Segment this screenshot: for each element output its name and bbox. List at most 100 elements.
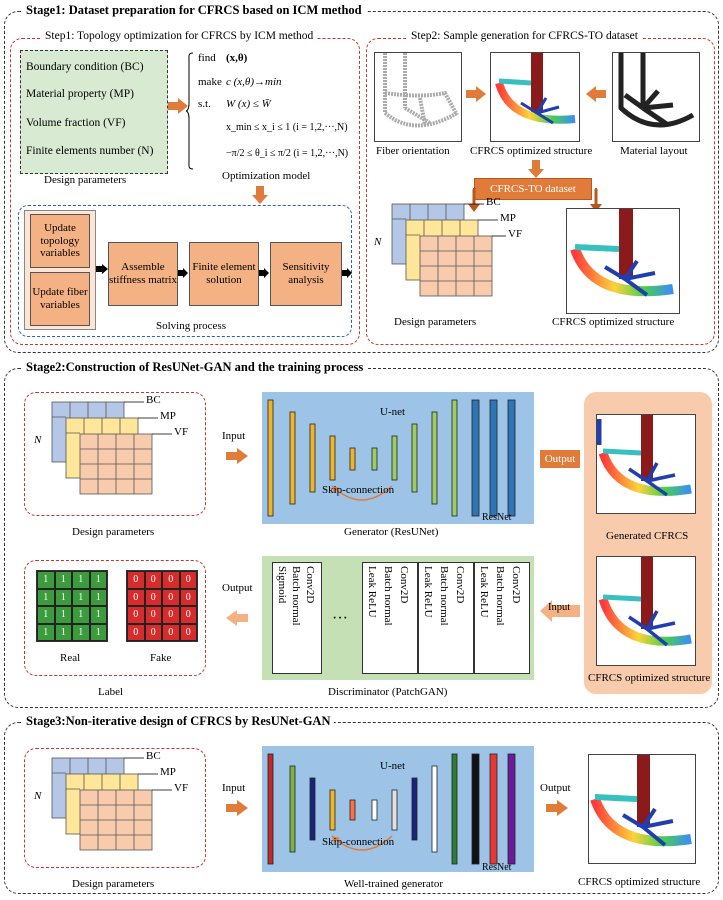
- label-cell: 1: [89, 606, 107, 624]
- label-cell: 0: [127, 606, 145, 624]
- disc-layer-leaky: Leak ReLU: [478, 566, 490, 618]
- step1-title: Step1: Topology optimization for CFRCS b…: [42, 30, 317, 42]
- unet-label: U-net: [380, 760, 406, 772]
- fiber-orientation-label: Fiber orientation: [376, 145, 450, 157]
- grid-label-bc: BC: [486, 196, 501, 208]
- arrow-icon: [259, 268, 269, 278]
- make-keyword: make: [198, 76, 222, 88]
- grid-label-mp: MP: [160, 410, 176, 422]
- disc-layer-leaky: Leak ReLU: [422, 566, 434, 618]
- fake-label: Fake: [150, 652, 172, 664]
- find-expr: (x,θ): [226, 52, 248, 64]
- input2-label: Input: [548, 602, 571, 613]
- disc-layer-conv: Conv2D: [304, 566, 316, 604]
- resnet-label: ResNet: [482, 862, 512, 873]
- disc-block-3: [418, 562, 474, 674]
- st-constraint-3: −π/2 ≤ θ_i ≤ π/2 (i = 1,2,···,N): [226, 148, 349, 159]
- label-cell: 0: [144, 606, 162, 624]
- make-expr: c (x,θ)→min: [226, 76, 282, 88]
- label-cell: 0: [127, 623, 145, 641]
- arrow-left-icon: [586, 86, 606, 102]
- disc-layer-bn: Batch normal: [494, 566, 506, 626]
- stage2-title: Stage2:Construction of ResUNet-GAN and t…: [22, 360, 368, 375]
- design-params-label: Design parameters: [72, 526, 155, 538]
- generator-label: Generator (ResUNet): [344, 526, 439, 538]
- label-cell: 1: [37, 571, 55, 589]
- discriminator-label: Discriminator (PatchGAN): [328, 686, 448, 698]
- design-params-grid: [391, 203, 506, 297]
- label-cell: 1: [72, 623, 90, 641]
- param-vf: Volume fraction (VF): [26, 117, 126, 129]
- st-constraint-1: W (x) ≤ W̄: [226, 98, 271, 110]
- arrow-right-icon: [466, 86, 486, 102]
- unet-label: U-net: [380, 406, 406, 418]
- disc-block-2: [362, 562, 418, 674]
- grid-label-n: N: [374, 236, 382, 248]
- assemble-box: Assemble stiffness matrix: [108, 242, 178, 306]
- cfrcs-structure-label: CFRCS optimized structure: [470, 145, 593, 157]
- arrow-right-icon: [226, 800, 248, 816]
- arrow-right-icon: [168, 98, 188, 114]
- solving-process-frame: [18, 205, 352, 337]
- brace-icon: [186, 52, 194, 170]
- output-label: Output: [540, 450, 580, 468]
- output-label: Output: [540, 782, 571, 794]
- sensitivity-box: Sensitivity analysis: [270, 242, 342, 306]
- label-cell: 0: [179, 588, 197, 606]
- arrow-right-icon: [546, 800, 568, 816]
- grid-label-mp: MP: [160, 766, 176, 778]
- stage3-params-frame: [24, 748, 206, 868]
- arrow-left-icon: [226, 610, 248, 626]
- arrow-down-icon: [528, 160, 544, 178]
- label-label: Label: [98, 686, 124, 698]
- disc-layer-conv: Conv2D: [454, 566, 466, 604]
- input-label: Input: [222, 430, 246, 442]
- design-params-panel: [20, 50, 168, 174]
- label-cell: 1: [54, 588, 72, 606]
- final-structure-label: CFRCS optimized structure: [578, 876, 701, 888]
- opt-model-label: Optimization model: [222, 170, 311, 182]
- disc-layer-sigmoid: Sigmoid: [276, 566, 288, 604]
- arrow-icon: [178, 268, 188, 278]
- param-bc: Boundary condition (BC): [26, 61, 144, 73]
- fiber-orientation-image: [374, 52, 462, 142]
- material-layout-image: [612, 52, 700, 142]
- stage3-params-grid: [51, 757, 172, 851]
- disc-layer-bn: Batch normal: [290, 566, 302, 626]
- label-cell: 0: [162, 588, 180, 606]
- arrow-right-icon: [226, 448, 248, 464]
- disc-layer-leaky: Leak ReLU: [366, 566, 378, 618]
- cfrcs-structure-label-2: CFRCS optimized structure: [552, 316, 675, 328]
- label-cell: 1: [54, 623, 72, 641]
- arrow-icon: [96, 264, 108, 274]
- stage2-params-grid: [51, 401, 172, 495]
- stage1-title: Stage1: Dataset preparation for CFRCS ba…: [22, 3, 366, 18]
- grid-label-mp: MP: [500, 212, 516, 224]
- label-cell: 0: [127, 588, 145, 606]
- label-cell: 1: [89, 588, 107, 606]
- skip-connection-label: Skip-connection: [322, 836, 395, 848]
- label-cell: 0: [162, 606, 180, 624]
- arrow-down-icon: [252, 186, 268, 204]
- update-topology-box: Update topology variables: [30, 214, 90, 268]
- arrow-left-icon: [540, 600, 580, 622]
- grid-label-bc: BC: [146, 750, 161, 762]
- label-cell: 0: [179, 571, 197, 589]
- label-cell: 0: [144, 623, 162, 641]
- dataset-box: CFRCS-TO dataset: [474, 178, 592, 200]
- solving-process-label: Solving process: [156, 320, 226, 332]
- design-params-label-2: Design parameters: [394, 316, 477, 328]
- param-n: Finite elements number (N): [26, 145, 154, 157]
- st-keyword: s.t.: [198, 98, 211, 110]
- grid-label-bc: BC: [146, 394, 161, 406]
- update-fiber-box: Update fiber variables: [30, 272, 90, 326]
- opt-structure-image: [596, 556, 696, 666]
- grid-label-n: N: [34, 790, 42, 802]
- design-params-label: Design parameters: [44, 174, 127, 186]
- grid-label-vf: VF: [174, 782, 189, 794]
- cfrcs-structure-image: [490, 52, 580, 142]
- generator-layers: [267, 399, 516, 517]
- label-cell: 1: [89, 571, 107, 589]
